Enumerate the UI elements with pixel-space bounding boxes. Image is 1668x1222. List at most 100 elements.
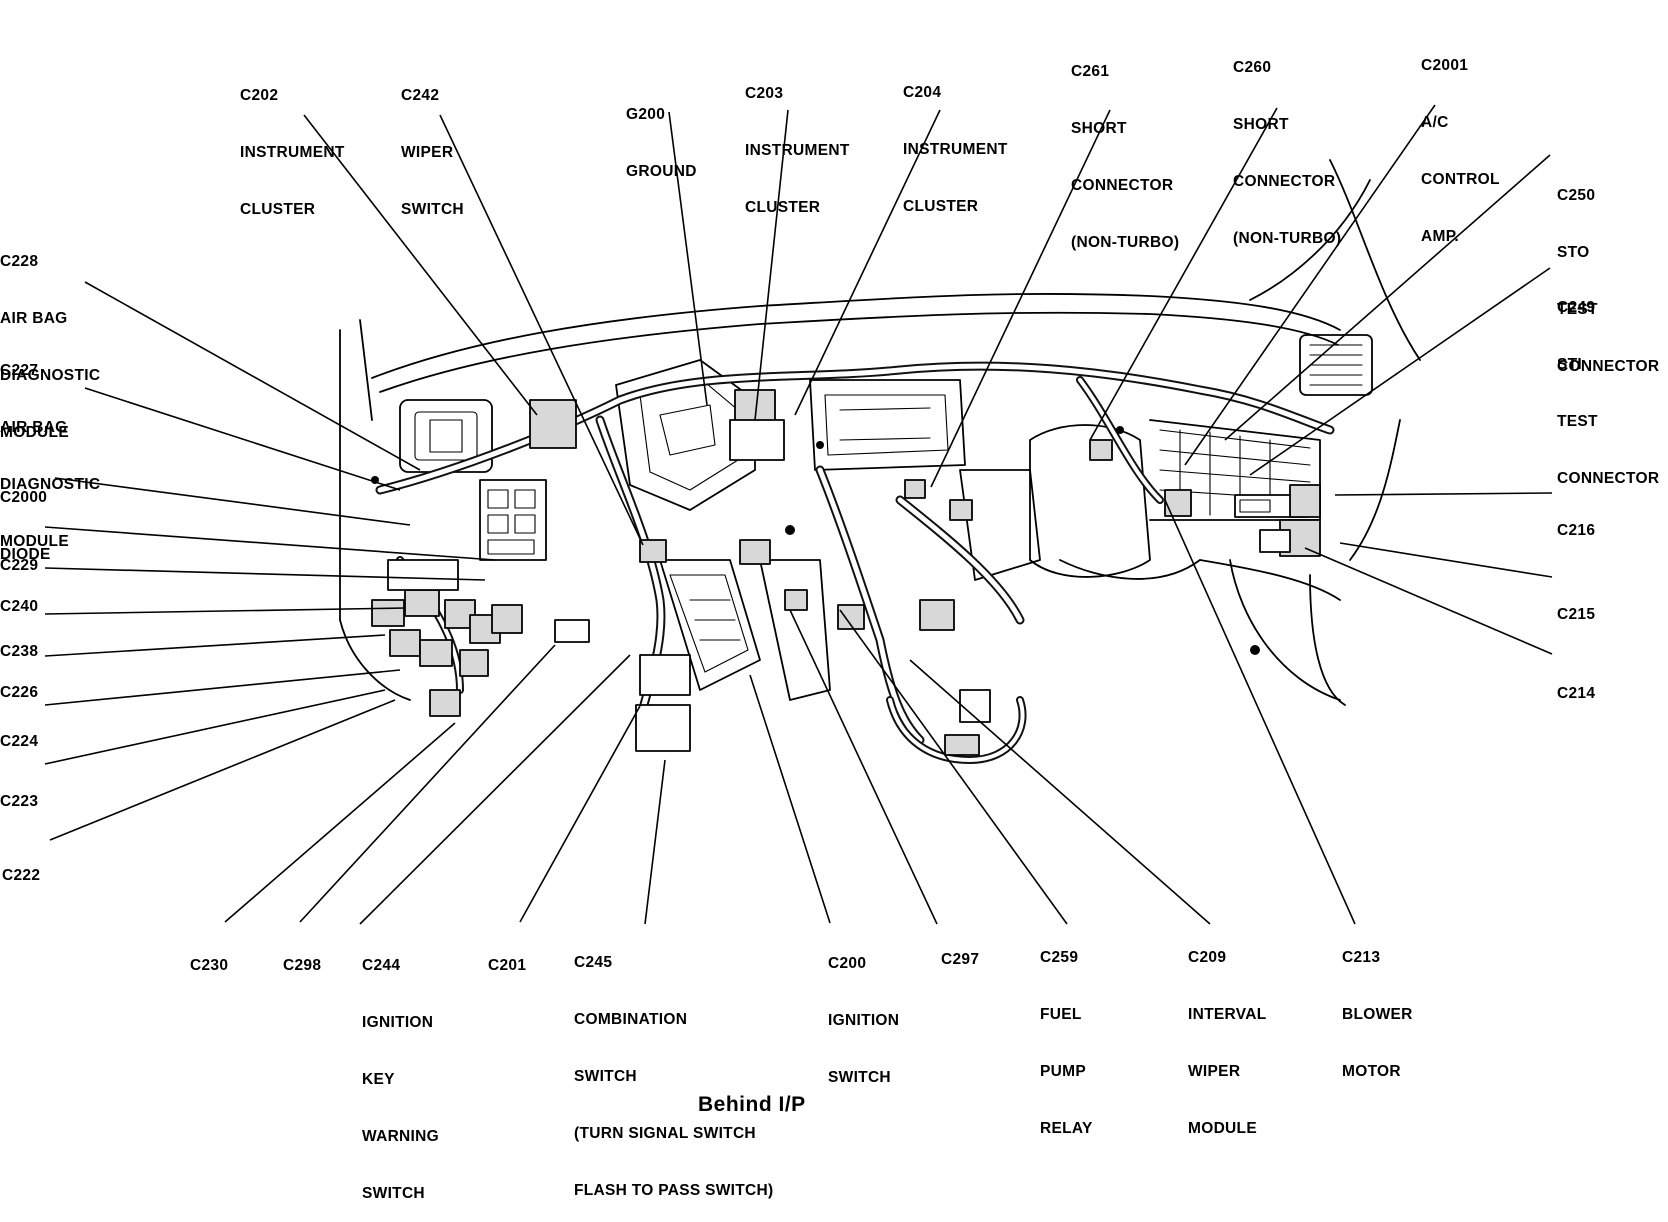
label-c249-line: TEST: [1557, 413, 1598, 430]
label-c215-line: C215: [1557, 606, 1596, 623]
label-c249-line: C249: [1557, 299, 1596, 316]
label-c259-line: RELAY: [1040, 1120, 1093, 1137]
label-c245: C245 COMBINATION SWITCH (TURN SIGNAL SWI…: [574, 915, 773, 1219]
diagram-caption: Behind I/P: [698, 1093, 806, 1116]
label-c213: C213 BLOWER MOTOR: [1342, 910, 1413, 1100]
label-c214-line: C214: [1557, 685, 1596, 702]
label-c200: C200 IGNITION SWITCH: [828, 916, 899, 1106]
label-c227-line: C227: [0, 362, 39, 379]
label-c242-line: SWITCH: [401, 201, 464, 218]
label-c230: C230: [190, 918, 228, 994]
label-c203-line: C203: [745, 85, 784, 102]
label-c245-line: COMBINATION: [574, 1011, 688, 1028]
label-c2000: C2000 DIODE: [0, 450, 51, 583]
callout-lines: [44, 104, 1553, 925]
label-c229-line: C229: [0, 557, 39, 574]
label-c244-line: SWITCH: [362, 1185, 425, 1202]
label-c223-line: C223: [0, 793, 39, 810]
label-c227-line: DIAGNOSTIC: [0, 476, 101, 493]
label-c2000-line: C2000: [0, 489, 48, 506]
label-c244: C244 IGNITION KEY WARNING SWITCH: [362, 918, 439, 1222]
label-c227: C227 AIR BAG DIAGNOSTIC MODULE: [0, 323, 100, 570]
label-c2001-line: A/C: [1421, 114, 1449, 131]
label-c213-line: MOTOR: [1342, 1063, 1401, 1080]
label-c261-line: C261: [1071, 63, 1110, 80]
label-c213-line: BLOWER: [1342, 1006, 1413, 1023]
label-c202-line: C202: [240, 87, 279, 104]
label-c209-line: C209: [1188, 949, 1227, 966]
label-c201: C201: [488, 918, 526, 994]
label-c245-line: (TURN SIGNAL SWITCH: [574, 1125, 756, 1142]
label-c240: C240: [0, 559, 38, 635]
label-c245-line: SWITCH: [574, 1068, 637, 1085]
label-c228-line: C228: [0, 253, 39, 270]
label-c297-line: C297: [941, 951, 980, 968]
label-c200-line: SWITCH: [828, 1069, 891, 1086]
label-c298-line: C298: [283, 957, 322, 974]
label-c242: C242 WIPER SWITCH: [401, 48, 464, 238]
label-c250: C250 STO TEST CONNECTOR: [1557, 148, 1659, 395]
label-c238-line: C238: [0, 643, 39, 660]
label-c244-line: WARNING: [362, 1128, 440, 1145]
label-c203-line: INSTRUMENT: [745, 142, 850, 159]
label-c2001-line: C2001: [1421, 57, 1469, 74]
label-c260: C260 SHORT CONNECTOR (NON-TURBO): [1233, 20, 1341, 267]
label-c260-line: SHORT: [1233, 116, 1289, 133]
label-c204-line: INSTRUMENT: [903, 141, 1008, 158]
label-c200-line: C200: [828, 955, 867, 972]
label-c216-line: C216: [1557, 522, 1596, 539]
label-c226-line: C226: [0, 684, 39, 701]
label-c203-line: CLUSTER: [745, 199, 821, 216]
label-c249-line: STI: [1557, 356, 1583, 373]
label-c202-line: CLUSTER: [240, 201, 316, 218]
label-c261-line: (NON-TURBO): [1071, 234, 1180, 251]
label-c250-line: STO: [1557, 244, 1590, 261]
label-c216: C216: [1557, 483, 1595, 559]
label-c223: C223: [0, 754, 38, 830]
label-c259-line: FUEL: [1040, 1006, 1082, 1023]
label-c224-line: C224: [0, 733, 39, 750]
label-c204-line: CLUSTER: [903, 198, 979, 215]
label-c229: C229: [0, 518, 38, 594]
label-c209-line: INTERVAL: [1188, 1006, 1267, 1023]
label-c2001-line: AMP.: [1421, 228, 1459, 245]
label-c201-line: C201: [488, 957, 527, 974]
label-c297: C297: [941, 912, 979, 988]
label-c230-line: C230: [190, 957, 229, 974]
label-c200-line: IGNITION: [828, 1012, 900, 1029]
label-c245-line: FLASH TO PASS SWITCH): [574, 1182, 774, 1199]
label-c242-line: C242: [401, 87, 440, 104]
label-c228-line: DIAGNOSTIC: [0, 367, 101, 384]
label-c228: C228 AIR BAG DIAGNOSTIC MODULE: [0, 214, 100, 461]
label-c244-line: C244: [362, 957, 401, 974]
label-c209-line: WIPER: [1188, 1063, 1241, 1080]
label-c245-line: C245: [574, 954, 613, 971]
label-c222-line: C222: [2, 867, 41, 884]
label-c224: C224: [0, 694, 38, 770]
label-c249-line: CONNECTOR: [1557, 470, 1660, 487]
label-c250-line: C250: [1557, 187, 1596, 204]
label-c202: C202 INSTRUMENT CLUSTER: [240, 48, 345, 238]
label-c227-line: MODULE: [0, 533, 69, 550]
label-c2001-line: CONTROL: [1421, 171, 1500, 188]
label-c204: C204 INSTRUMENT CLUSTER: [903, 45, 1008, 235]
label-c250-line: TEST: [1557, 301, 1598, 318]
label-c259-line: C259: [1040, 949, 1079, 966]
label-c261: C261 SHORT CONNECTOR (NON-TURBO): [1071, 24, 1179, 271]
label-c202-line: INSTRUMENT: [240, 144, 345, 161]
label-c259-line: PUMP: [1040, 1063, 1086, 1080]
label-c238: C238: [0, 604, 38, 680]
label-c228-line: MODULE: [0, 424, 69, 441]
label-c222: C222: [2, 828, 40, 904]
label-c226: C226: [0, 645, 38, 721]
label-c260-line: (NON-TURBO): [1233, 230, 1342, 247]
label-c249: C249 STI TEST CONNECTOR: [1557, 260, 1659, 507]
label-g200: G200 GROUND: [626, 67, 697, 200]
dashboard-drawing: [339, 159, 1421, 764]
label-c240-line: C240: [0, 598, 39, 615]
label-c298: C298: [283, 918, 321, 994]
label-c213-line: C213: [1342, 949, 1381, 966]
label-c244-line: IGNITION: [362, 1014, 434, 1031]
label-c215: C215: [1557, 567, 1595, 643]
label-c227-line: AIR BAG: [0, 419, 68, 436]
